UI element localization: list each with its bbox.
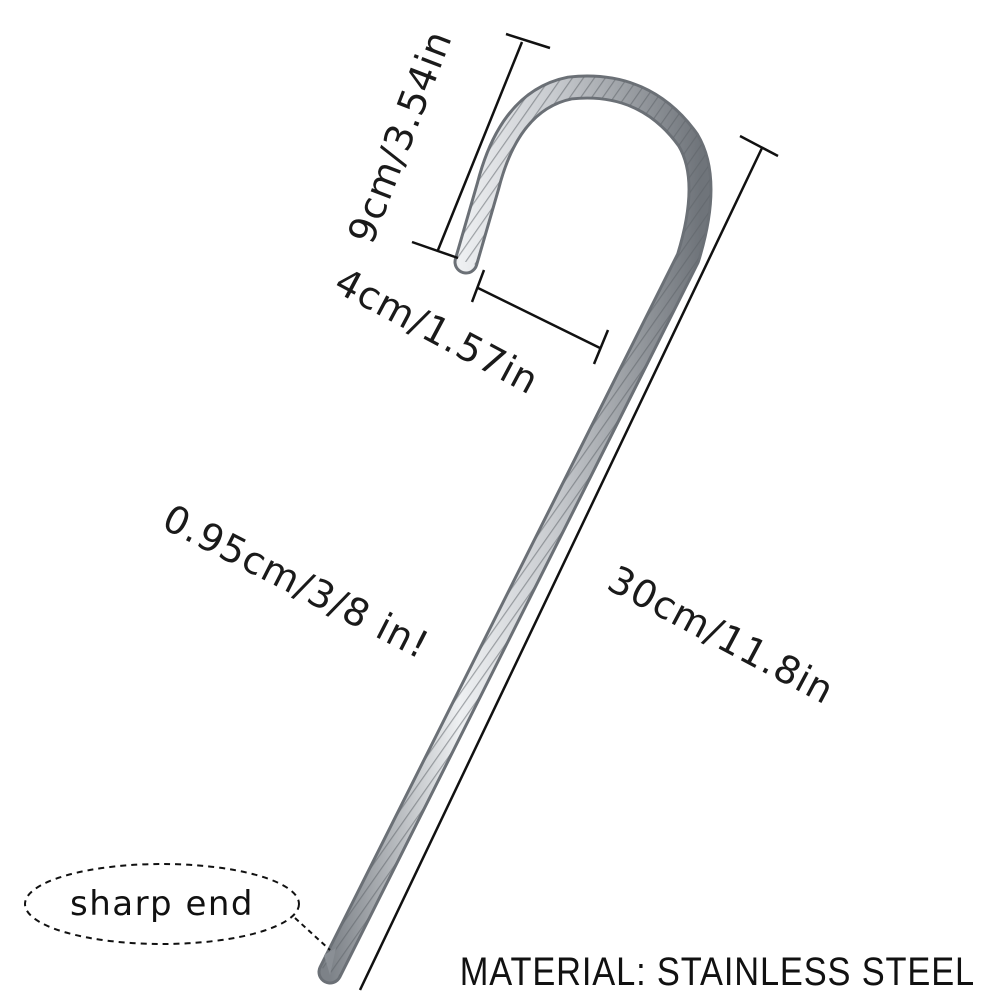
hook-length-tick-bottom: [411, 240, 459, 260]
hook-width-tick-right: [592, 329, 610, 365]
stake-illustration: [317, 74, 713, 985]
diameter-label: 0.95cm/3/8 in!: [156, 496, 437, 668]
total-length-dimension: 30cm/11.8in: [358, 134, 842, 991]
material-label: MATERIAL: STAINLESS STEEL: [460, 949, 975, 994]
hook-width-tick-left: [470, 269, 486, 303]
total-length-line: [358, 147, 764, 991]
hook-length-tick-top: [505, 32, 551, 50]
hook-length-label: 9cm/3.54in: [339, 24, 460, 249]
sharp-end-ellipse: [24, 863, 300, 945]
sharp-tip: [324, 948, 336, 975]
sharp-end-callout: sharp end: [24, 863, 331, 951]
sharp-end-label: sharp end: [70, 884, 254, 924]
total-length-label: 30cm/11.8in: [601, 557, 842, 713]
stake-rebar-ridges: [321, 77, 710, 977]
hook-width-dimension: 4cm/1.57in: [328, 259, 610, 403]
total-length-tick-top: [739, 134, 779, 158]
hook-width-label: 4cm/1.57in: [328, 259, 547, 403]
hook-width-line: [477, 286, 601, 350]
sharp-end-leader: [294, 917, 331, 951]
hook-length-line: [436, 41, 524, 251]
